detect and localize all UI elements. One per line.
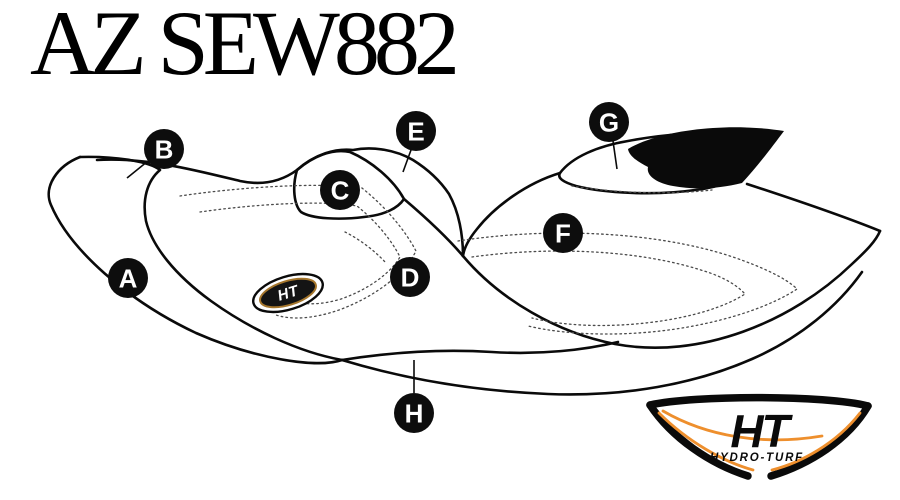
callout-e-letter: E [407, 117, 424, 147]
rear-deck-quilting-inner [471, 250, 746, 327]
logo-top-wing [646, 393, 872, 410]
tail-top-edge [745, 182, 882, 233]
logo-right-wing [767, 402, 872, 480]
front-seat-quilting-outer [179, 184, 417, 319]
callout-g-circle [589, 102, 629, 142]
callout-b-letter: B [155, 135, 174, 165]
callout-e-leader-line [402, 149, 412, 173]
callout-h: H [394, 360, 434, 433]
callout-a: A [108, 258, 148, 298]
logo-wordmark: HYDRO-TURF [710, 452, 804, 464]
ht-patch-gold-ring [259, 277, 317, 309]
callout-d-letter: D [401, 263, 420, 293]
callout-e: E [396, 111, 436, 173]
page-title: AZ SEW882 [30, 0, 460, 94]
seat-outline [47, 131, 882, 396]
callout-b-circle [144, 129, 184, 169]
callout-f-circle [543, 213, 583, 253]
hump-top-edge [295, 147, 465, 258]
front-flap-inner-edge [78, 155, 344, 362]
callout-a-circle [108, 258, 148, 298]
seat-top-edge [95, 158, 299, 185]
logo-monogram: HT [730, 405, 793, 457]
ht-patch-monogram: HT [276, 282, 302, 305]
callout-c-circle [320, 170, 360, 210]
callout-g-letter: G [599, 108, 619, 138]
brand-logo: HT HYDRO-TURF [646, 393, 872, 480]
callout-h-circle [394, 393, 434, 433]
callouts-layer: A B C D E F G H [108, 102, 629, 433]
seat-base-seam [461, 229, 882, 349]
callout-f-letter: F [555, 219, 571, 249]
bottom-skirt-edge [340, 270, 864, 396]
callout-b-leader-line [126, 160, 149, 179]
bottom-hem-seam [340, 340, 620, 362]
logo-orange-swoosh-right [770, 411, 862, 472]
callout-a-letter: A [119, 264, 138, 294]
callout-e-circle [396, 111, 436, 151]
callout-h-letter: H [405, 399, 424, 429]
rear-deck-left-edge [461, 171, 562, 258]
rear-black-trim [628, 127, 784, 189]
ht-patch: HT [252, 272, 324, 314]
logo-orange-underline [661, 409, 824, 442]
logo-orange-swoosh-left [657, 411, 755, 472]
stitch-lines [179, 184, 799, 335]
hump-front-seam [402, 197, 465, 258]
front-flap-outer-edge [47, 155, 344, 365]
logo-left-wing [646, 401, 752, 480]
rear-deck-quilting-outer [457, 232, 799, 335]
callout-f: F [543, 213, 583, 253]
callout-b: B [126, 129, 184, 179]
front-seat-quilting-small [344, 231, 387, 264]
callout-c-letter: C [331, 176, 350, 206]
callout-c: C [320, 170, 360, 210]
front-seat-quilting-inner [199, 202, 401, 305]
callout-g: G [589, 102, 629, 170]
rear-trim-stitch [571, 185, 713, 194]
callout-g-leader-line [612, 140, 618, 170]
callout-d-circle [390, 257, 430, 297]
black-trim-shape [628, 127, 784, 189]
callout-d: D [390, 257, 430, 297]
c-panel-outline [292, 149, 406, 220]
